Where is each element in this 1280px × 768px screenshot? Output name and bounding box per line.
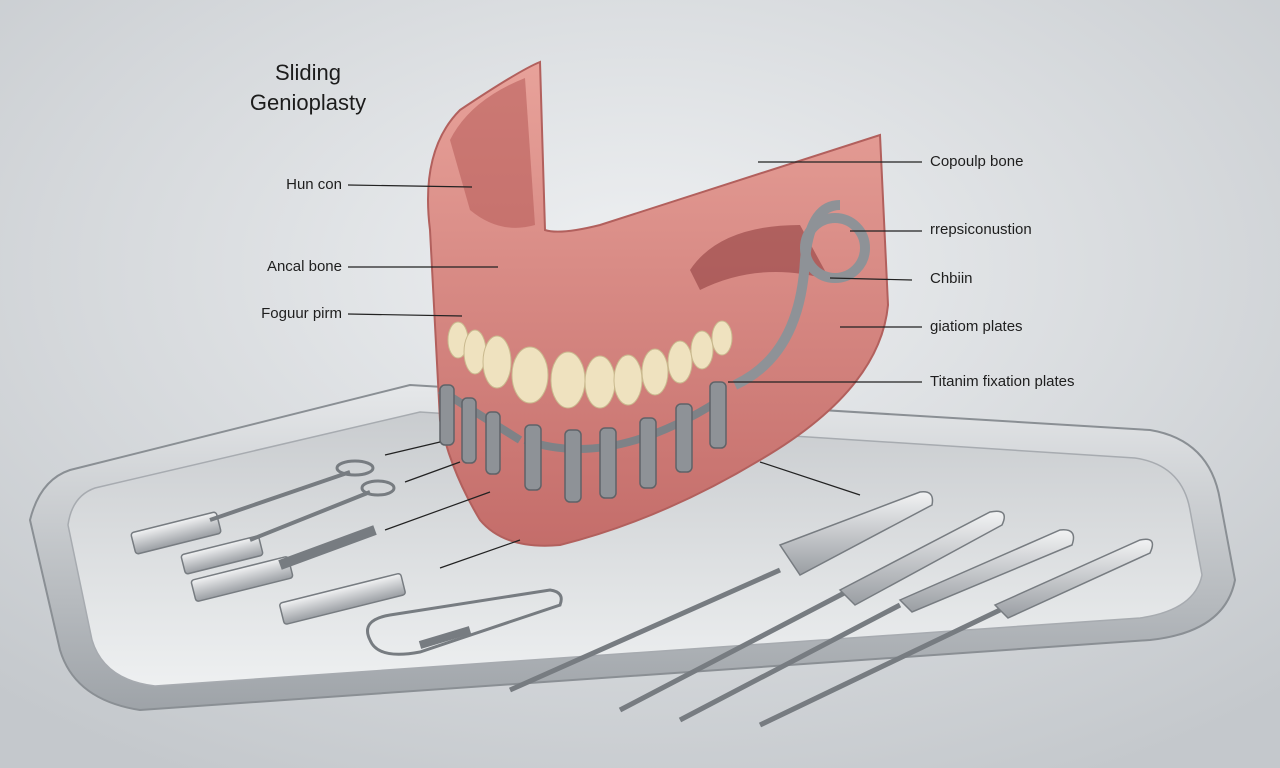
label-copoulp-bone: Copoulp bone — [930, 153, 1023, 171]
label-ancal-bone: Ancal bone — [192, 258, 342, 276]
label-rrepsiconustion: rrepsiconustion — [930, 221, 1032, 239]
label-titanium-fixation-plates: Titanim fixation plates — [930, 373, 1075, 391]
label-chbiin: Chbiin — [930, 270, 973, 288]
title-line-2: Genioplasty — [238, 88, 378, 118]
diagram-title: Sliding Genioplasty — [238, 58, 378, 118]
label-hun-con: Hun con — [192, 176, 342, 194]
label-foguur-pirm: Foguur pirm — [192, 305, 342, 323]
label-giatiom-plates: giatiom plates — [930, 318, 1023, 336]
title-line-1: Sliding — [238, 58, 378, 88]
